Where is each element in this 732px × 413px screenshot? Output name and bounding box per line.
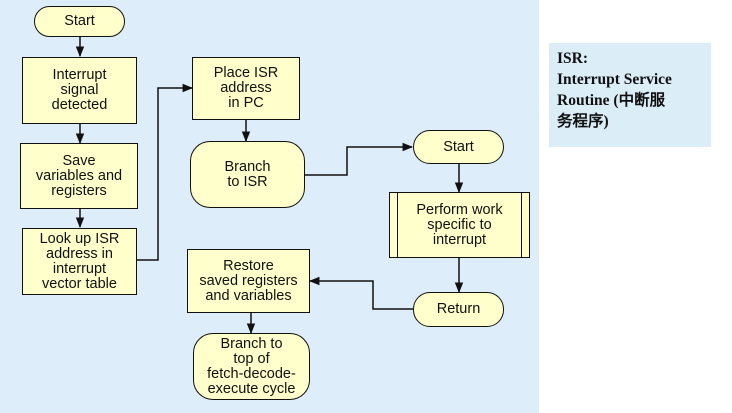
node-return: Return <box>413 292 504 327</box>
node-interrupt-signal: Interrupt signal detected <box>22 57 137 124</box>
node-branch-to-top: Branch to top of fetch-decode- execute c… <box>193 333 310 400</box>
node-start-isr: Start <box>413 130 504 164</box>
edge-branch-to-start2 <box>305 142 414 176</box>
node-save-variables: Save variables and registers <box>20 143 138 209</box>
node-perform-work: Perform work specific to interrupt <box>389 192 530 258</box>
node-lookup-isr: Look up ISR address in interrupt vector … <box>22 228 137 295</box>
note-body: Interrupt Service Routine (中断服 务程序) <box>557 71 672 130</box>
edge-lookup-to-place <box>137 83 194 261</box>
diagram-canvas: Start Interrupt signal detected Save var… <box>0 0 539 413</box>
note-title: ISR: <box>557 50 589 67</box>
isr-definition-note: ISR: Interrupt Service Routine (中断服 务程序) <box>549 43 711 147</box>
node-branch-to-isr: Branch to ISR <box>190 141 305 208</box>
node-start: Start <box>34 6 125 37</box>
node-place-isr: Place ISR address in PC <box>192 57 300 120</box>
node-restore: Restore saved registers and variables <box>187 249 310 313</box>
edge-return-to-restore <box>308 276 413 310</box>
flow-connectors <box>75 36 464 335</box>
